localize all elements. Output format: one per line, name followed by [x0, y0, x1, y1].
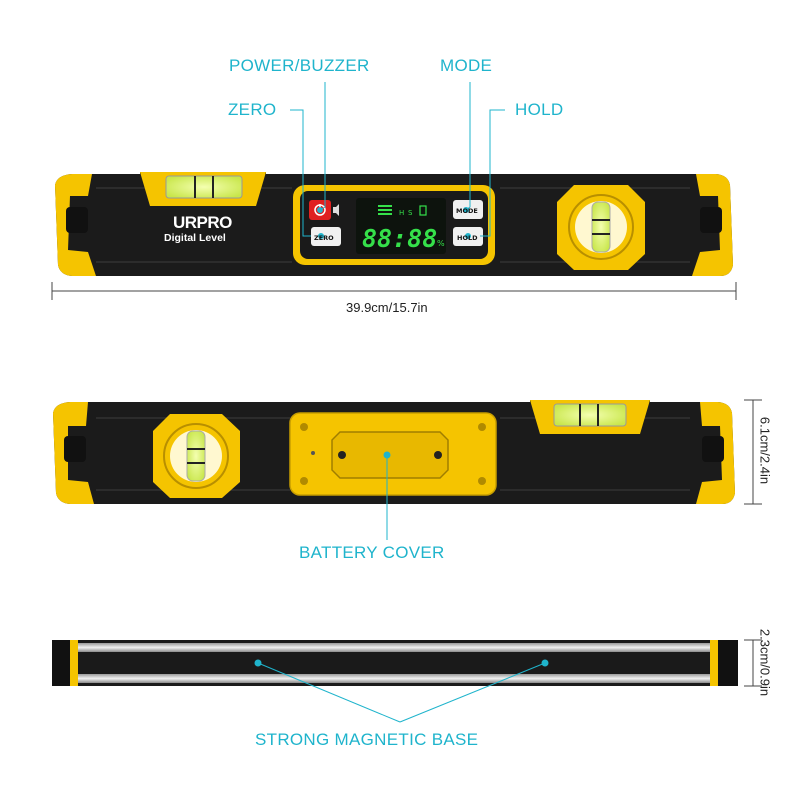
- model-name: Digital Level: [164, 232, 226, 244]
- brand-logo: URPRO: [173, 213, 232, 232]
- lcd-digits: 88:88: [362, 224, 437, 253]
- dimension-lines: [51, 282, 762, 687]
- zero-label: ZERO: [228, 100, 277, 119]
- power-buzzer-label: POWER/BUZZER: [229, 56, 370, 75]
- level-bottom: [52, 640, 738, 686]
- battery-cover-label: BATTERY COVER: [299, 543, 445, 562]
- level-back: [53, 400, 735, 504]
- length-dimension: 39.9cm/15.7in: [346, 300, 428, 315]
- level-front: [55, 172, 733, 276]
- hold-button-label: HOLD: [457, 234, 478, 242]
- magnetic-base-label: STRONG MAGNETIC BASE: [255, 730, 479, 749]
- lcd-pct: %: [437, 239, 445, 248]
- mode-label: MODE: [440, 56, 493, 75]
- zero-button-label: ZERO: [314, 234, 334, 242]
- lcd-h: H: [399, 209, 404, 217]
- mode-button-label: MODE: [456, 207, 478, 215]
- lcd-s: S: [408, 209, 413, 217]
- callout-lines: [257, 82, 546, 723]
- callout-dots: [254, 207, 549, 667]
- hold-label: HOLD: [515, 100, 564, 119]
